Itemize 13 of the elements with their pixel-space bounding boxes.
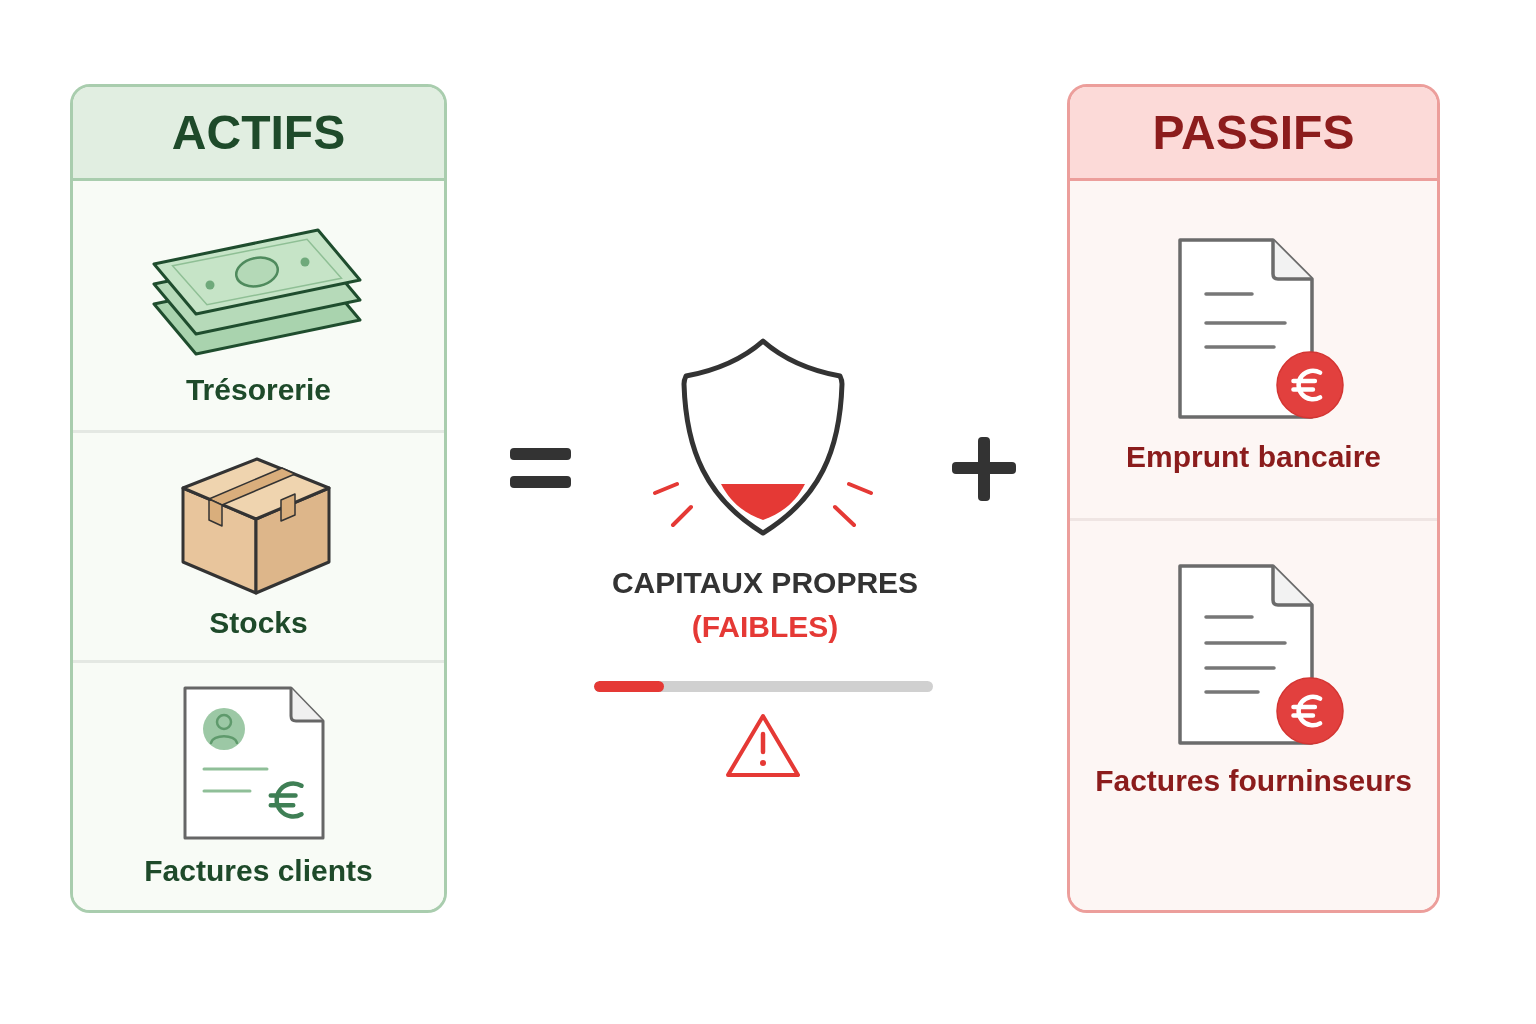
item-label: Emprunt bancaire [1125,440,1382,474]
item-label: Trésorerie [185,373,332,407]
item-label: Factures clients [144,854,373,888]
panel-title: ACTIFS [171,107,346,159]
panel-title: PASSIFS [1152,107,1355,159]
caption-text: CAPITAUX PROPRES [611,566,919,600]
item-label: Stocks [209,606,308,640]
panel-section [1070,518,1437,910]
panel-section [73,660,444,910]
item-label: Factures fourninseurs [1095,764,1412,798]
status-text: (FAIBLES) [691,610,839,644]
category-panel [70,84,447,913]
category-panel [1067,84,1440,913]
